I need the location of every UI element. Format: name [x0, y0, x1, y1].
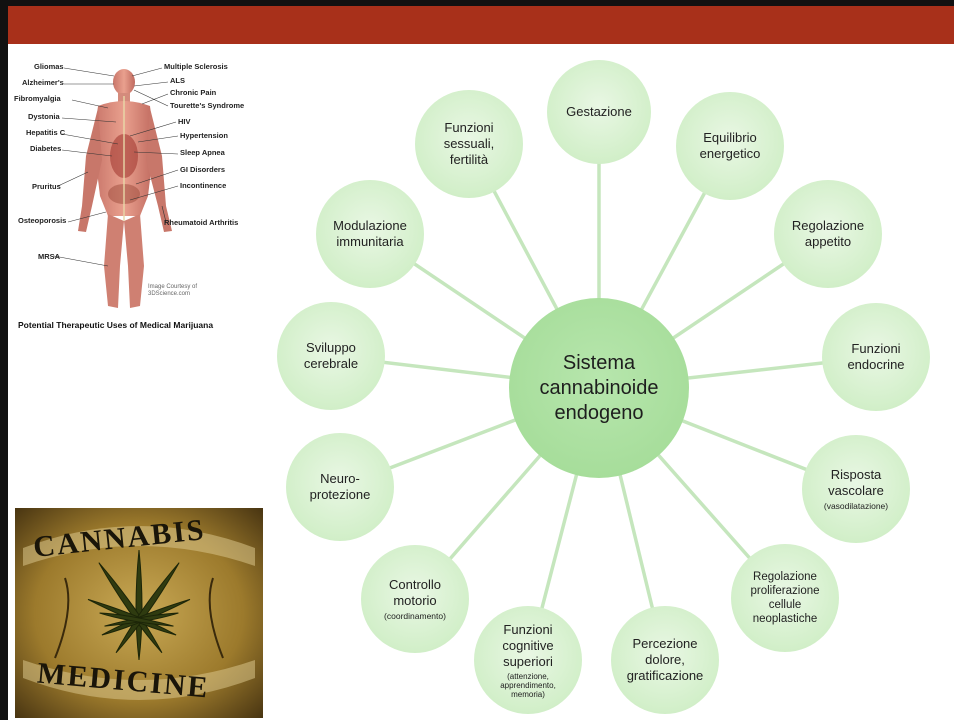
node-controllo-motorio: Controllo motorio (coordinamento) — [361, 545, 469, 653]
label-sleep-apnea: Sleep Apnea — [180, 148, 225, 157]
node-risposta-vascolare: Risposta vascolare (vasodilatazione) — [802, 435, 910, 543]
node-equilibrio-energetico: Equilibrio energetico — [676, 92, 784, 200]
label-hepatitis-c: Hepatitis C — [26, 128, 66, 137]
node-label: Gestazione — [566, 104, 632, 119]
label-dystonia: Dystonia — [28, 112, 60, 121]
node-gestazione: Gestazione — [547, 60, 651, 164]
node-percezione-dolore: Percezione dolore, gratificazione — [611, 606, 719, 714]
node-regolazione-appetito: Regolazione appetito — [774, 180, 882, 288]
node-sublabel: (vasodilatazione) — [823, 501, 889, 511]
label-hiv: HIV — [178, 117, 191, 126]
cannabis-leaf-emblem — [15, 508, 263, 718]
human-body-figure — [53, 67, 179, 308]
node-label: Regolazione appetito — [791, 218, 865, 249]
label-rheumatoid-arthritis: Rheumatoid Arthritis — [164, 218, 239, 227]
node-label: Funzioni cognitive superiori — [502, 621, 554, 669]
label-chronic-pain: Chronic Pain — [170, 88, 217, 97]
label-hypertension: Hypertension — [180, 131, 228, 140]
node-label: Regolazione proliferazione cellule neopl… — [750, 571, 820, 625]
label-pruritus: Pruritus — [32, 182, 61, 191]
label-gi-disorders: GI Disorders — [180, 165, 226, 174]
node-sviluppo-cerebrale: Sviluppo cerebrale — [277, 302, 385, 410]
node-label: Percezione dolore, gratificazione — [626, 636, 704, 683]
node-regolazione-proliferazione: Regolazione proliferazione cellule neopl… — [731, 544, 839, 652]
anatomy-illustration: Gliomas Alzheimer's Fibromyalgia Dystoni… — [12, 56, 248, 336]
image-credit: Image Courtesy of 3DScience.com — [148, 284, 198, 297]
label-incontinence: Incontinence — [180, 181, 227, 190]
label-alzheimers: Alzheimer's — [22, 78, 64, 87]
cannabis-medicine-image: CANNABIS MEDICINE — [15, 508, 263, 718]
node-label: Equilibrio energetico — [699, 130, 761, 161]
node-label: Controllo motorio — [388, 577, 442, 608]
label-diabetes: Diabetes — [30, 144, 62, 153]
node-label: Funzioni endocrine — [847, 341, 905, 372]
node-funzioni-cognitive: Funzioni cognitive superiori (attenzione… — [474, 606, 582, 714]
label-tourettes: Tourette's Syndrome — [170, 101, 245, 110]
node-label: Sviluppo cerebrale — [303, 340, 359, 371]
label-multiple-sclerosis: Multiple Sclerosis — [164, 62, 228, 71]
node-modulazione-immunitaria: Modulazione immunitaria — [316, 180, 424, 288]
node-label: Neuro- protezione — [309, 471, 371, 502]
label-als: ALS — [170, 76, 185, 85]
node-funzioni-sessuali: Funzioni sessuali, fertilità — [415, 90, 523, 198]
label-gliomas: Gliomas — [34, 62, 64, 71]
node-neuroprotezione: Neuro- protezione — [286, 433, 394, 541]
anatomy-caption: Potential Therapeutic Uses of Medical Ma… — [18, 320, 214, 330]
node-label: Risposta vascolare — [828, 467, 884, 498]
title-bar — [8, 6, 954, 44]
label-osteoporosis: Osteoporosis — [18, 216, 67, 225]
node-sublabel: (attenzione, apprendimento, memoria) — [500, 671, 556, 699]
node-label: Funzioni sessuali, fertilità — [443, 120, 495, 167]
node-label: Modulazione immunitaria — [333, 218, 407, 249]
label-mrsa: MRSA — [38, 252, 61, 261]
label-fibromyalgia: Fibromyalgia — [14, 94, 61, 103]
node-sublabel: (coordinamento) — [384, 611, 446, 621]
node-funzioni-endocrine: Funzioni endocrine — [822, 303, 930, 411]
